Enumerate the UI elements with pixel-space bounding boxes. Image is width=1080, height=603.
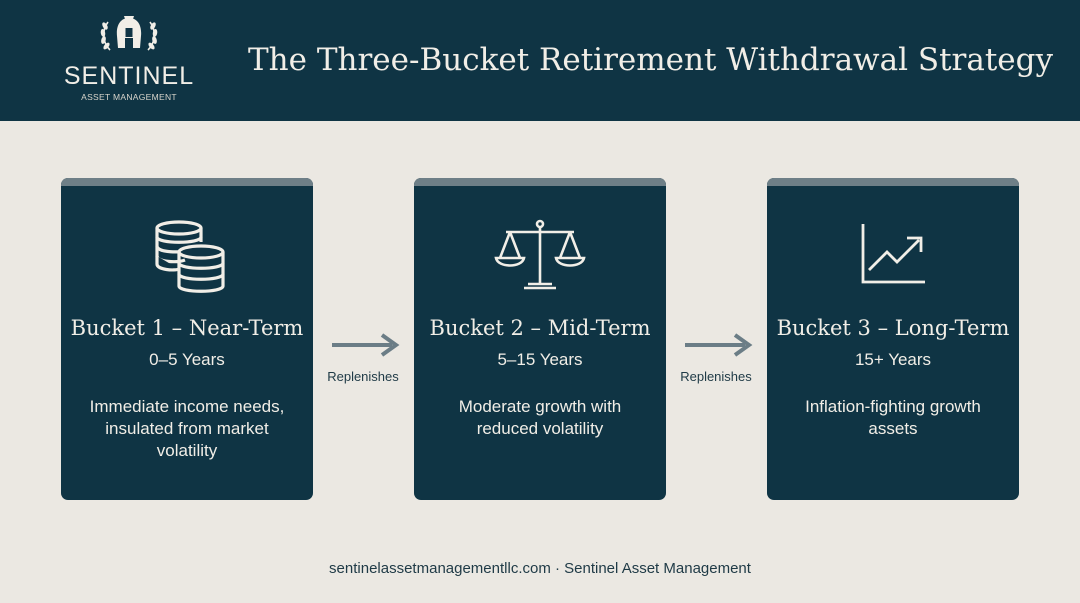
coin-stacks-icon bbox=[155, 220, 225, 293]
bucket-card-near-term: Bucket 1 – Near-Term 0–5 Years Immediate… bbox=[61, 178, 313, 500]
bucket-title: Bucket 2 – Mid-Term bbox=[429, 316, 651, 340]
header-banner: SENTINEL ASSET MANAGEMENT The Three-Buck… bbox=[0, 0, 1080, 121]
spartan-helmet-laurel-icon bbox=[100, 16, 158, 51]
replenishes-connector: Replenishes bbox=[318, 330, 408, 390]
arrow-right-icon bbox=[685, 333, 753, 357]
card-accent-bar bbox=[767, 178, 1019, 186]
page-title: The Three-Bucket Retirement Withdrawal S… bbox=[248, 42, 1054, 78]
bucket-description: Inflation-fighting growth assets bbox=[805, 397, 981, 438]
bucket-description: Moderate growth with reduced volatility bbox=[458, 397, 622, 438]
arrow-right-icon bbox=[332, 333, 400, 357]
bucket-card-mid-term: Bucket 2 – Mid-Term 5–15 Years Moderate … bbox=[414, 178, 666, 500]
logo-name: SENTINEL bbox=[63, 62, 195, 90]
bucket-years: 0–5 Years bbox=[149, 350, 225, 369]
connector-label: Replenishes bbox=[327, 369, 399, 384]
bucket-years: 5–15 Years bbox=[497, 350, 583, 369]
bucket-title: Bucket 3 – Long-Term bbox=[776, 316, 1010, 340]
logo[interactable]: SENTINEL ASSET MANAGEMENT bbox=[54, 14, 204, 106]
card-accent-bar bbox=[61, 178, 313, 186]
card-accent-bar bbox=[414, 178, 666, 186]
growth-chart-icon bbox=[861, 224, 925, 284]
bucket-card-long-term: Bucket 3 – Long-Term 15+ Years Inflation… bbox=[767, 178, 1019, 500]
bucket-description: Immediate income needs, insulated from m… bbox=[89, 397, 285, 460]
balance-scale-icon bbox=[494, 219, 586, 290]
bucket-title: Bucket 1 – Near-Term bbox=[70, 316, 304, 340]
replenishes-connector: Replenishes bbox=[671, 330, 761, 390]
footer-text[interactable]: sentinelassetmanagementllc.com · Sentine… bbox=[329, 560, 751, 577]
connector-label: Replenishes bbox=[680, 369, 752, 384]
logo-subtitle: ASSET MANAGEMENT bbox=[81, 92, 177, 102]
bucket-years: 15+ Years bbox=[854, 350, 932, 369]
